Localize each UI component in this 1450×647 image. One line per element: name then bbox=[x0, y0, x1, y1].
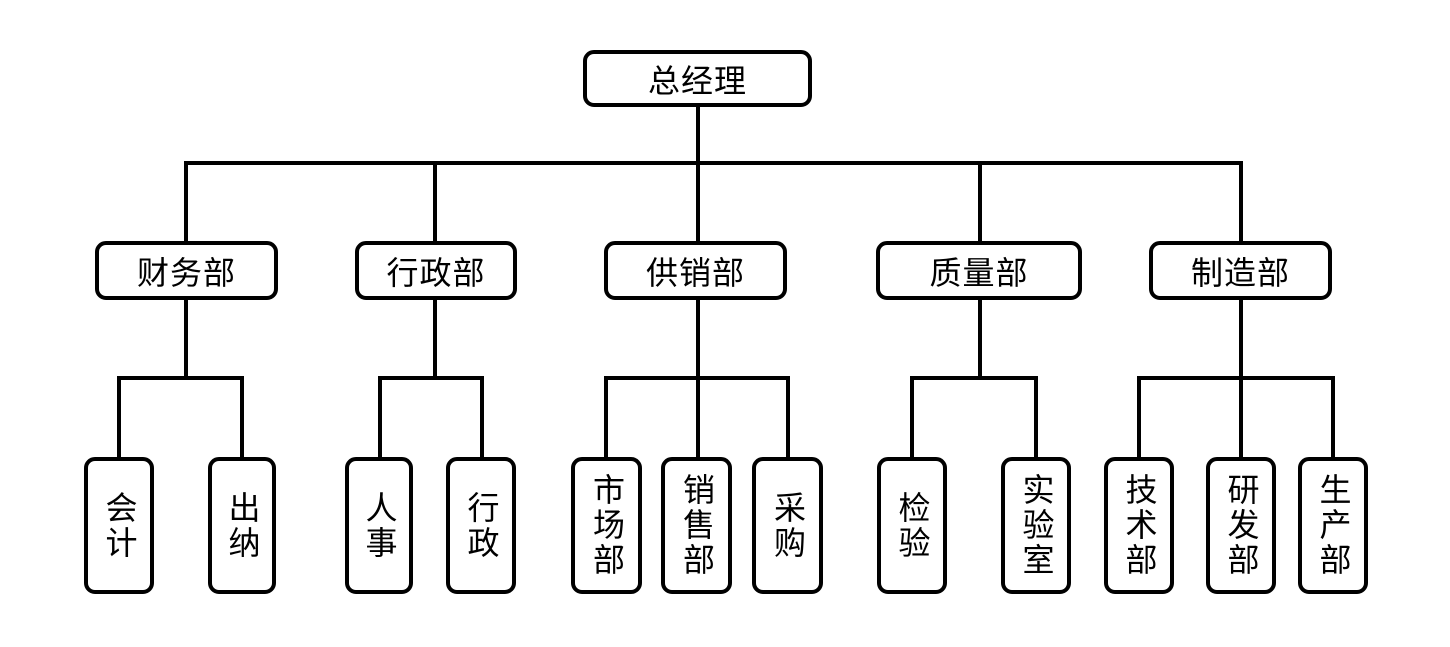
dept-label-supply-sales: 供销部 bbox=[645, 253, 745, 292]
dept-label-admin: 行政部 bbox=[386, 253, 486, 292]
dept-box-manufacturing: 制造部 bbox=[1149, 241, 1332, 300]
unit-label-laboratory: 实验室 bbox=[1017, 473, 1056, 578]
unit-box-hr: 人事 bbox=[345, 457, 413, 594]
unit-box-technology: 技术部 bbox=[1104, 457, 1174, 594]
unit-label-sales: 销售部 bbox=[678, 473, 716, 578]
general-manager-box: 总经理 bbox=[583, 50, 812, 107]
unit-label-cashier: 出纳 bbox=[223, 490, 262, 561]
dept-box-supply-sales: 供销部 bbox=[604, 241, 787, 300]
dept-label-finance: 财务部 bbox=[136, 253, 236, 292]
dept-box-finance: 财务部 bbox=[95, 241, 278, 300]
unit-label-procurement: 采购 bbox=[769, 490, 807, 561]
dept-label-quality: 质量部 bbox=[929, 253, 1029, 292]
unit-box-market: 市场部 bbox=[571, 457, 642, 594]
unit-label-administration: 行政 bbox=[462, 490, 501, 561]
dept-label-manufacturing: 制造部 bbox=[1190, 253, 1290, 292]
unit-label-hr: 人事 bbox=[360, 490, 399, 561]
unit-label-accounting: 会计 bbox=[100, 490, 139, 561]
unit-label-production: 生产部 bbox=[1314, 473, 1353, 578]
unit-box-cashier: 出纳 bbox=[208, 457, 276, 594]
unit-label-market: 市场部 bbox=[588, 473, 626, 578]
unit-box-administration: 行政 bbox=[446, 457, 516, 594]
unit-label-technology: 技术部 bbox=[1120, 473, 1159, 578]
unit-box-production: 生产部 bbox=[1298, 457, 1368, 594]
unit-box-inspection: 检验 bbox=[877, 457, 947, 594]
dept-box-quality: 质量部 bbox=[876, 241, 1082, 300]
unit-box-sales: 销售部 bbox=[661, 457, 732, 594]
general-manager-label: 总经理 bbox=[647, 61, 747, 100]
unit-box-accounting: 会计 bbox=[84, 457, 154, 594]
unit-box-procurement: 采购 bbox=[752, 457, 823, 594]
unit-label-inspection: 检验 bbox=[893, 490, 932, 561]
unit-box-laboratory: 实验室 bbox=[1001, 457, 1071, 594]
unit-box-rnd: 研发部 bbox=[1206, 457, 1276, 594]
dept-box-admin: 行政部 bbox=[355, 241, 517, 300]
unit-label-rnd: 研发部 bbox=[1222, 473, 1261, 578]
